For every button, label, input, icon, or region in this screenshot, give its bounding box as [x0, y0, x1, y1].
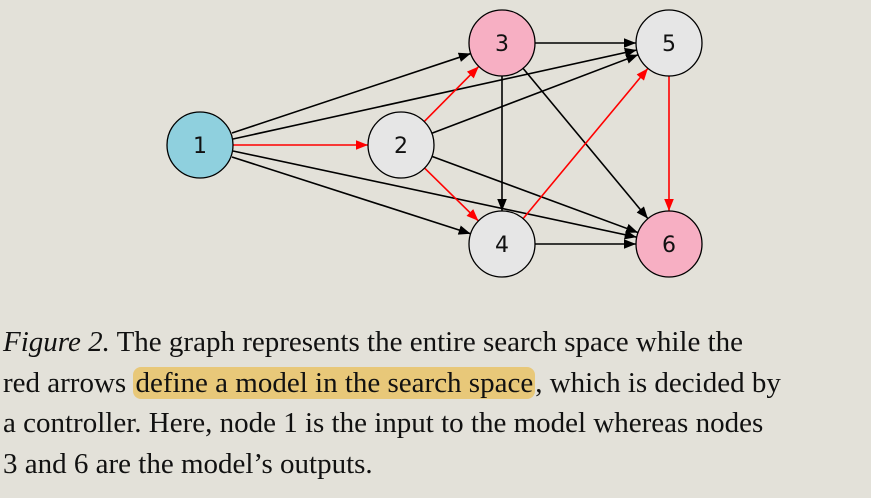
node-4: 4 — [468, 210, 536, 278]
node-3-circle — [468, 9, 536, 77]
node-2-circle — [367, 111, 435, 179]
caption-line-2: red arrows define a model in the search … — [3, 363, 871, 404]
edge-1-to-3 — [231, 52, 471, 134]
caption-line-1: Figure 2. The graph represents the entir… — [3, 322, 871, 363]
caption-line-4: 3 and 6 are the model’s outputs. — [3, 447, 373, 480]
edge-2-to-3 — [423, 65, 480, 123]
node-5-circle — [635, 9, 703, 77]
caption-line-2-post: , which is decided by — [535, 366, 781, 399]
node-6-label: 6 — [662, 233, 676, 258]
node-1: 1 — [166, 111, 234, 179]
caption-line-2-pre: red arrows — [3, 366, 134, 399]
node-2: 2 — [367, 111, 435, 179]
edges-layer — [231, 38, 674, 249]
caption-line-3: a controller. Here, node 1 is the input … — [3, 407, 764, 439]
edge-2-to-4 — [424, 167, 479, 222]
edge-2-to-6 — [431, 155, 639, 234]
node-2-label: 2 — [394, 134, 408, 159]
node-6-circle — [635, 210, 703, 278]
node-4-label: 4 — [495, 233, 509, 258]
figure-caption: Figure 2. The graph represents the entir… — [3, 322, 871, 484]
node-3: 3 — [468, 9, 536, 77]
figure-label: Figure 2. — [3, 326, 110, 358]
node-4-circle — [468, 210, 536, 278]
node-6: 6 — [635, 210, 703, 278]
caption-highlight: define a model in the search space — [133, 366, 536, 399]
node-1-label: 1 — [193, 134, 207, 159]
edge-1-to-5 — [232, 47, 637, 140]
node-5: 5 — [635, 9, 703, 77]
edge-2-to-5 — [431, 53, 639, 135]
nodes-layer: 1 2 3 4 5 6 — [166, 9, 703, 278]
node-1-circle — [166, 111, 234, 179]
caption-line-1-text: The graph represents the entire search s… — [116, 326, 744, 358]
edge-1-to-4 — [231, 156, 471, 235]
search-space-graph: 1 2 3 4 5 6 — [166, 9, 703, 278]
node-5-label: 5 — [662, 32, 676, 57]
node-3-label: 3 — [495, 32, 509, 57]
edge-1-to-6 — [232, 150, 637, 240]
edge-4-to-5 — [522, 67, 649, 220]
